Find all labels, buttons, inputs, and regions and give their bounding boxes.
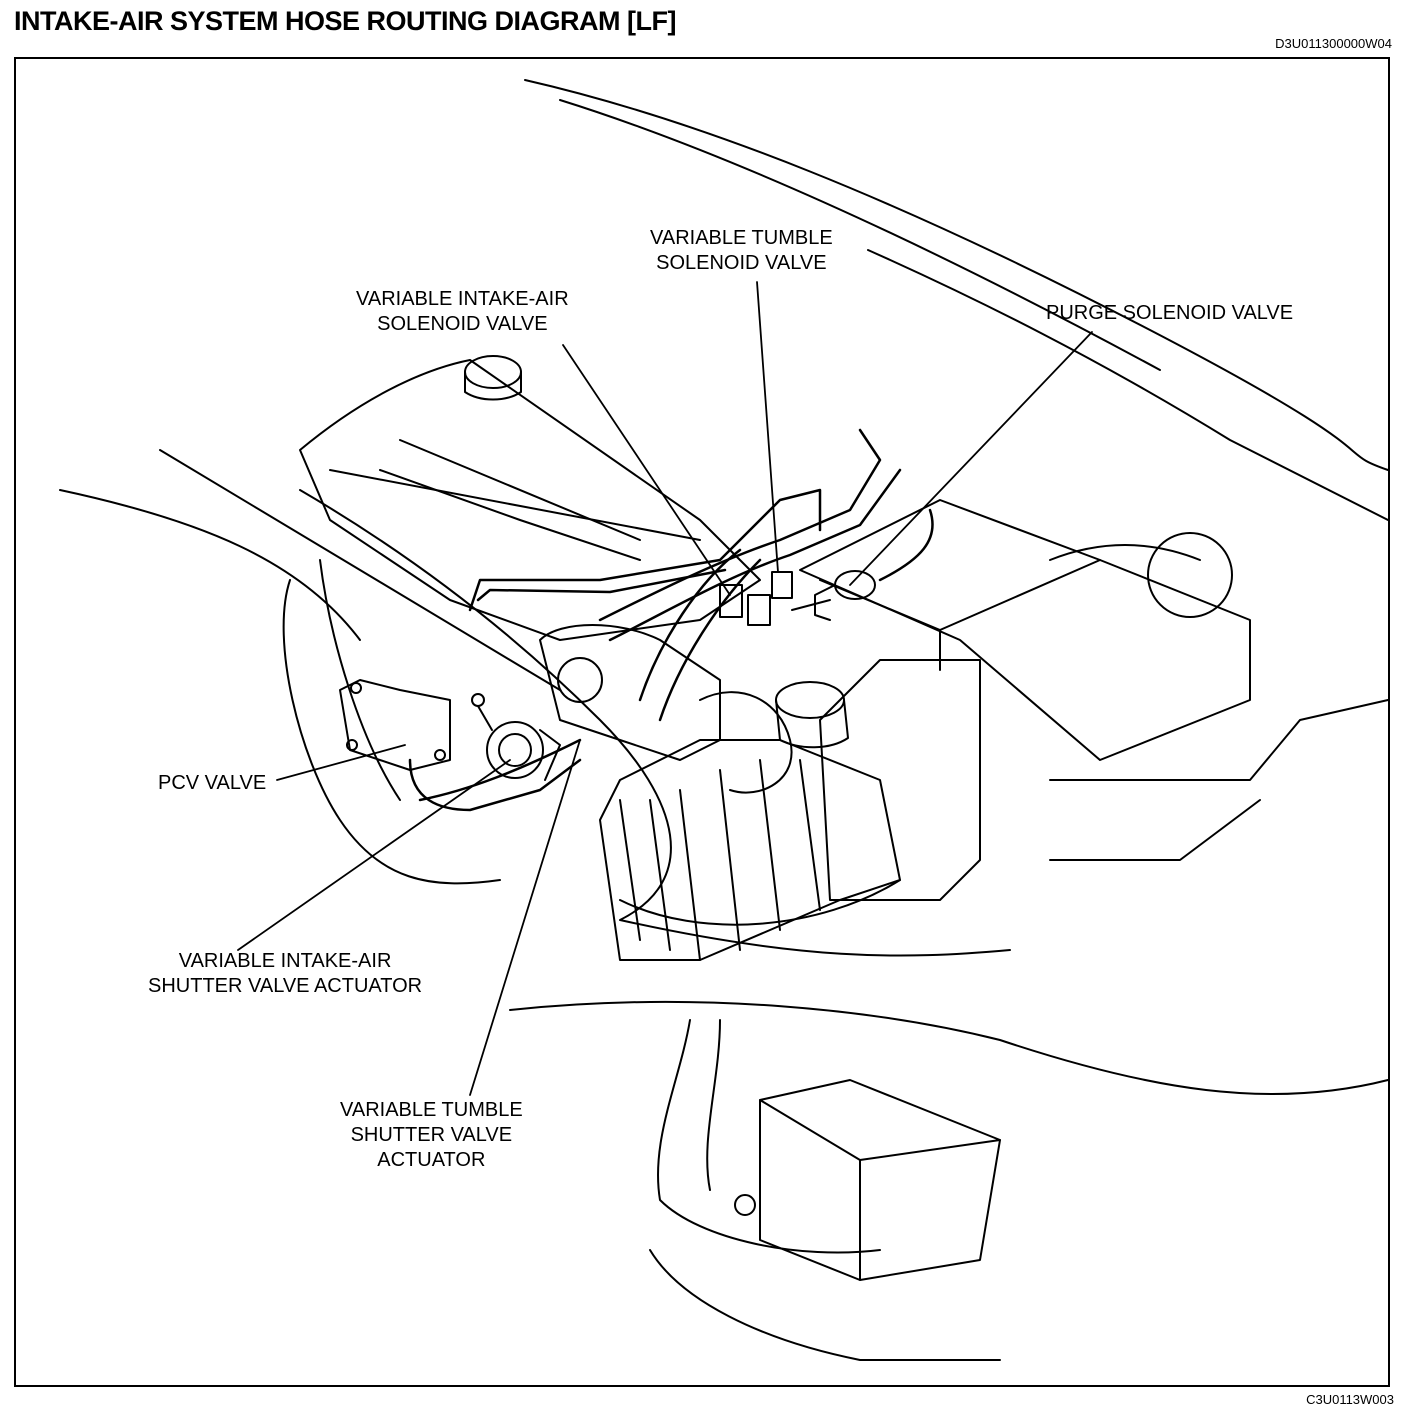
air-cleaner-case xyxy=(599,659,981,961)
diagram-frame xyxy=(14,57,1390,1387)
label-pcv-valve: PCV VALVE xyxy=(158,772,267,794)
label-variable-tumble-shutter-valve-actuator: VARIABLE TUMBLE SHUTTER VALVE ACTUATOR xyxy=(340,1099,523,1171)
label-variable-tumble-solenoid-valve: VARIABLE TUMBLE SOLENOID VALVE xyxy=(650,227,833,274)
body-contours xyxy=(59,79,1389,1096)
document-code: D3U011300000W04 xyxy=(1275,36,1392,51)
diagram-title: INTAKE-AIR SYSTEM HOSE ROUTING DIAGRAM [… xyxy=(14,6,676,36)
label-variable-intake-air-shutter-valve-actuator: VARIABLE INTAKE-AIR SHUTTER VALVE ACTUAT… xyxy=(148,950,423,997)
shutter-actuator xyxy=(471,693,561,781)
solenoid-valves xyxy=(719,570,876,626)
label-variable-intake-air-solenoid-valve: VARIABLE INTAKE-AIR SOLENOID VALVE xyxy=(356,288,569,335)
pcv-valve-assembly xyxy=(339,679,451,771)
battery-tray xyxy=(799,499,1389,861)
label-purge-solenoid-valve: PURGE SOLENOID VALVE xyxy=(1046,302,1294,324)
figure-code: C3U0113W003 xyxy=(1306,1392,1394,1407)
cylinder-head xyxy=(282,355,761,885)
resonator xyxy=(649,1019,1001,1361)
leader-lines xyxy=(237,281,1093,1096)
vacuum-hoses xyxy=(408,428,934,812)
intake-manifold xyxy=(539,624,849,794)
